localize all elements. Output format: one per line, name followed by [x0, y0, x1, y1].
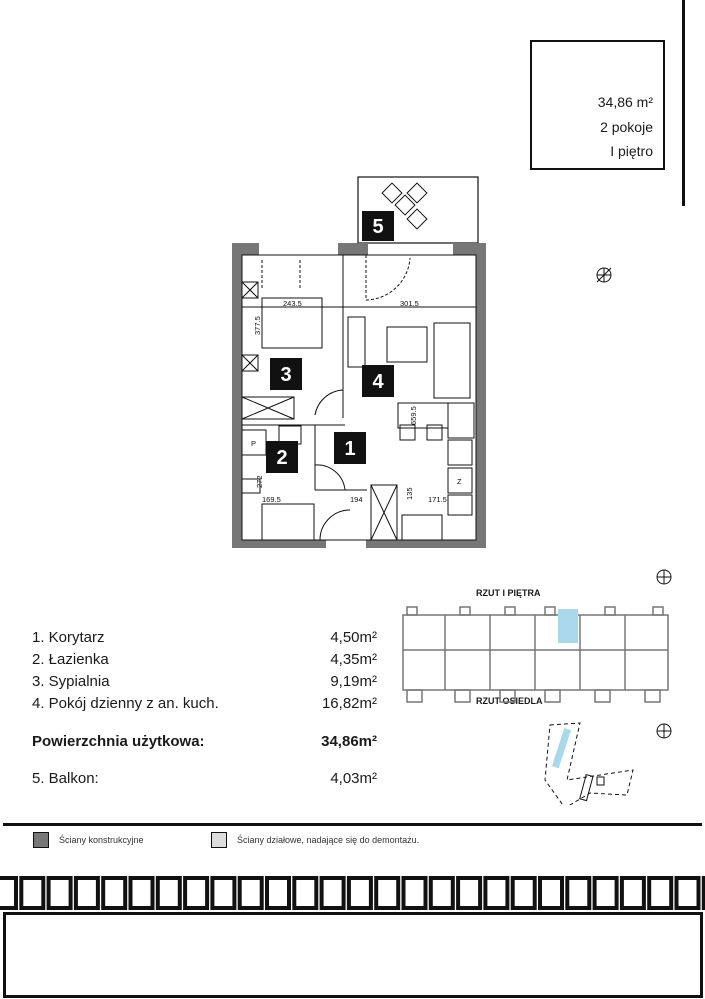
border-square: [0, 876, 18, 910]
interior-walls: [241, 254, 477, 541]
border-square: [346, 876, 373, 910]
border-square: [319, 876, 346, 910]
washer-label: P: [251, 439, 256, 448]
border-square: [101, 876, 128, 910]
site-key-plan: [544, 722, 634, 805]
border-square: [565, 876, 592, 910]
dimension-label: 243.5: [283, 299, 302, 308]
dimension-label: 194: [350, 495, 363, 504]
summary-area: 34,86 m²: [597, 94, 653, 110]
room-number-1: 1: [344, 438, 355, 460]
border-square: [701, 876, 705, 910]
border-square: [210, 876, 237, 910]
dimension-label: 135: [405, 487, 414, 500]
structural-walls: [232, 243, 486, 548]
decorative-border: [0, 876, 705, 910]
room-number-3: 3: [280, 364, 291, 386]
border-square: [374, 876, 401, 910]
border-square: [592, 876, 619, 910]
border-square: [647, 876, 674, 910]
dimension-label: 377.5: [253, 316, 262, 335]
room-row: 4. Pokój dzienny z an. kuch.16,82m²: [32, 695, 377, 712]
compass-icon: [656, 723, 672, 739]
structural-swatch: [33, 832, 49, 848]
divider-line: [682, 0, 685, 206]
legend-item: Ściany konstrukcyjne: [33, 832, 144, 848]
border-square: [483, 876, 510, 910]
footer-box: [3, 912, 703, 998]
dimension-label: 171.5: [428, 495, 447, 504]
summary-floor: I piętro: [610, 143, 653, 159]
border-square: [510, 876, 537, 910]
site-highlight: [551, 728, 571, 769]
room-number-4: 4: [372, 371, 384, 393]
legend-item: Ściany działowe, nadające się do demonta…: [211, 832, 419, 848]
partition-swatch: [211, 832, 227, 848]
border-square: [155, 876, 182, 910]
floor-plan: 243.5 301.5 377.5 659.5 169.5 194 135 17…: [232, 176, 612, 548]
compass-icon: [596, 267, 612, 283]
border-square: [237, 876, 264, 910]
border-square: [19, 876, 46, 910]
balcony-furniture: [381, 182, 428, 230]
border-square: [619, 876, 646, 910]
key-plans: [402, 569, 672, 805]
border-square: [265, 876, 291, 910]
dimension-label: 272: [255, 475, 264, 488]
room-number-5: 5: [372, 216, 383, 238]
summary-rooms: 2 pokoje: [600, 119, 653, 135]
dimension-label: 301.5: [400, 299, 419, 308]
border-square: [401, 876, 428, 910]
usable-area-row: Powierzchnia użytkowa:34,86m²: [32, 733, 377, 750]
room-number-2: 2: [276, 447, 287, 469]
highlighted-unit: [558, 609, 578, 643]
border-square: [292, 876, 319, 910]
dimension-label: 659.5: [409, 406, 418, 425]
border-square: [674, 876, 701, 910]
compass-icon: [656, 569, 672, 585]
border-square: [128, 876, 155, 910]
border-square: [46, 876, 73, 910]
floor-key-label: RZUT I PIĘTRA: [476, 588, 541, 598]
border-square: [538, 876, 564, 910]
border-square: [456, 876, 483, 910]
dimensions: 243.5 301.5 377.5 659.5 169.5 194 135 17…: [251, 299, 462, 504]
floor-key-plan: [402, 606, 669, 703]
border-square: [73, 876, 100, 910]
dimension-label: 169.5: [262, 495, 281, 504]
doors-dashed: [261, 255, 411, 301]
border-square: [428, 876, 455, 910]
summary-box: 34,86 m² 2 pokoje I piętro: [530, 40, 665, 170]
separator: [3, 823, 702, 826]
balcony-row: 5. Balkon:4,03m²: [32, 770, 377, 787]
site-key-label: RZUT OSIEDLA: [476, 696, 543, 706]
fridge-label: Z: [457, 477, 462, 486]
border-square: [183, 876, 210, 910]
